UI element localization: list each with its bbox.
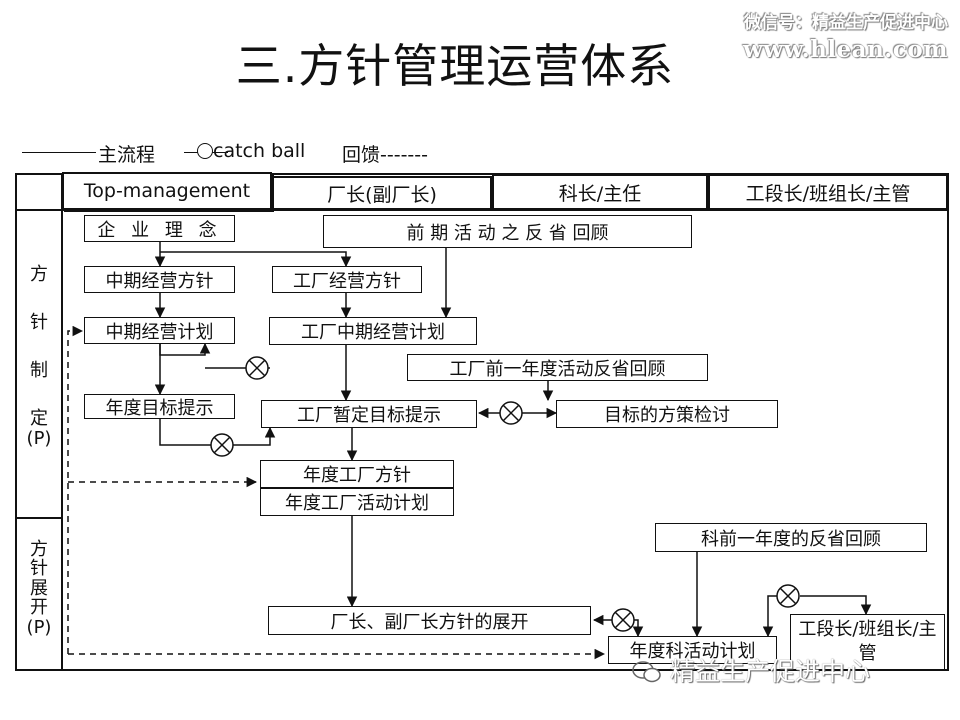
phase-deploy-char-2: 针 (30, 558, 48, 580)
feedback-main-loop (67, 325, 84, 654)
phase-plan-char-5: (P) (26, 428, 52, 449)
box-factory-temporary-target: 工厂暂定目标提示 (261, 400, 477, 428)
catch-ball-icon-1 (245, 356, 269, 380)
catchball-foreman-down (800, 595, 872, 616)
legend-main-flow-line (22, 152, 96, 153)
page-title: 三.方针管理运营体系 (235, 39, 675, 93)
box-foreman-supervisor: 工段长/班组长/主管 (790, 614, 945, 670)
legend-main-flow: 主流程 (98, 144, 156, 166)
box-target-measures-review: 目标的方策检讨 (556, 400, 778, 428)
phase-deploy-char-5: (P) (26, 616, 52, 638)
box-annual-factory-plan: 年度工厂活动计划 (260, 488, 454, 516)
arrow-philosophy-factory-policy (160, 251, 352, 268)
phase-deploy-char-4: 开 (30, 597, 48, 619)
phase-plan-char-2: 针 (30, 312, 48, 333)
phase-plan-char-4: 定 (30, 408, 48, 429)
column-header-section-chief: 科长/主任 (492, 174, 708, 210)
box-annual-section-plan: 年度科活动计划 (608, 636, 777, 664)
box-annual-factory-policy: 年度工厂方针 (260, 460, 454, 488)
box-mid-term-plan: 中期经营计划 (84, 317, 235, 344)
phase-label-plan: 方 针 制 定 (P) (22, 266, 56, 448)
box-factory-previous-year-review: 工厂前一年度活动反省回顾 (407, 354, 708, 381)
column-header-top-management: Top-management (62, 172, 272, 210)
catch-ball-icon-3 (499, 401, 523, 425)
wechat-logo-icon (632, 661, 661, 683)
box-manager-policy-deployment: 厂长、副厂长方针的展开 (268, 606, 591, 635)
phase-plan-char-1: 方 (30, 264, 48, 285)
legend-feedback: 回馈------- (342, 144, 428, 166)
watermark-url: www.hlean.com (743, 36, 948, 63)
catch-ball-icon-2 (210, 433, 234, 457)
box-corporate-philosophy: 企 业 理 念 (84, 215, 235, 242)
catch-ball-icon-5 (776, 584, 800, 608)
watermark-wechat: 微信号：精益生产促进中心 (744, 13, 948, 33)
legend-catch-ball: catch ball (213, 140, 306, 162)
outer-frame (15, 173, 949, 671)
catchball-deploy-down (632, 619, 644, 638)
catch-ball-icon (197, 143, 213, 159)
phase-deploy-char-1: 方 (30, 539, 48, 560)
box-prior-activity-review: 前 期 活 动 之 反 省 回顾 (323, 215, 692, 248)
box-factory-mid-term-plan: 工厂中期经营计划 (269, 317, 477, 345)
box-mid-term-policy: 中期经营方针 (84, 266, 235, 293)
column-header-factory-manager: 厂长(副厂长) (272, 176, 492, 210)
catchball-midplan-top (159, 342, 211, 356)
column-header-foreman: 工段长/班组长/主管 (708, 174, 948, 210)
phase-label-deploy: 方 针 展 开 (P) (22, 539, 56, 638)
phase-deploy-char-3: 展 (30, 577, 48, 599)
box-annual-target: 年度目标提示 (84, 394, 235, 419)
phase-plan-char-3: 制 (30, 360, 48, 381)
box-section-previous-year-review: 科前一年度的反省回顾 (655, 523, 927, 552)
catch-ball-icon-4 (611, 608, 635, 632)
box-factory-policy: 工厂经营方针 (272, 266, 422, 293)
watermark-bottom: 精益生产促进中心 (670, 657, 871, 686)
